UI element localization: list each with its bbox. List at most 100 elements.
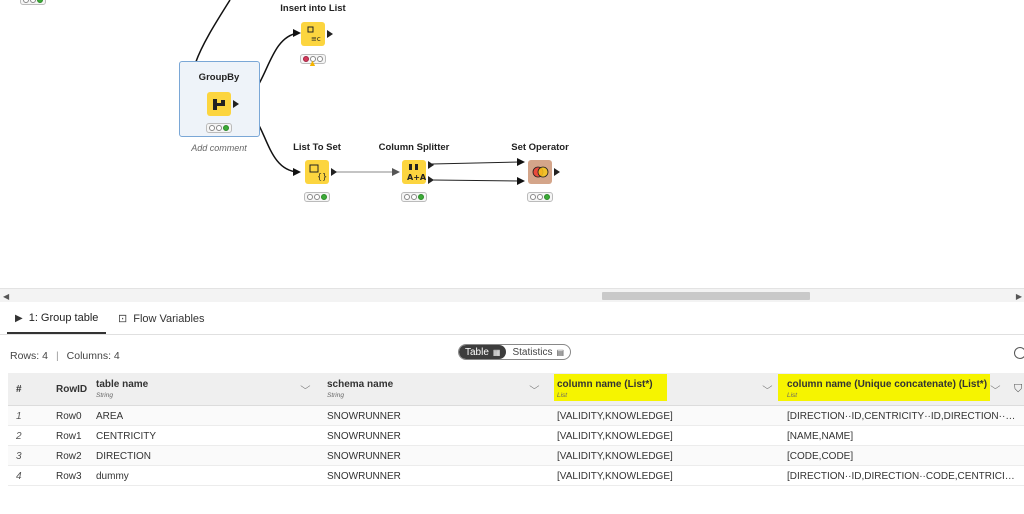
- view-toggle: Table ▦ Statistics ▤: [458, 344, 572, 360]
- tab-label: Flow Variables: [133, 312, 205, 325]
- stats-separator: |: [55, 350, 59, 362]
- insert-into-list-node[interactable]: ≡c: [301, 22, 325, 46]
- table-row[interactable]: 1 Row0 AREA SNOWRUNNER [VALIDITY,KNOWLED…: [8, 406, 1024, 426]
- arrowhead: [293, 29, 301, 37]
- filter-icon[interactable]: ⛉: [1014, 383, 1023, 395]
- scroll-right-icon[interactable]: ▶: [1015, 292, 1022, 301]
- cell-unique-concatenate: [NAME,NAME]: [787, 431, 854, 442]
- node-label-list-to-set: List To Set: [293, 142, 341, 153]
- output-tabs: ▶ 1: Group table ⊡ Flow Variables: [0, 303, 1024, 335]
- column-splitter-node[interactable]: A+A: [402, 160, 426, 184]
- scroll-left-icon[interactable]: ◀: [3, 292, 10, 301]
- tab-group-table[interactable]: ▶ 1: Group table: [6, 312, 107, 334]
- table-header: # RowID table name String ⌵ schema name …: [8, 373, 1024, 406]
- column-name: table name: [96, 379, 149, 390]
- column-header-schema-name[interactable]: schema name String ⌵: [327, 373, 557, 406]
- tab-flow-variables[interactable]: ⊡ Flow Variables: [118, 312, 205, 326]
- output-port[interactable]: [554, 168, 560, 176]
- table-grid-icon: ▦: [492, 347, 501, 357]
- row-index: 2: [16, 431, 22, 442]
- set-operator-node[interactable]: [528, 160, 552, 184]
- cell-table-name: DIRECTION: [96, 451, 151, 462]
- cell-unique-concatenate: [CODE,CODE]: [787, 451, 854, 462]
- table-row[interactable]: 3 Row2 DIRECTION SNOWRUNNER [VALIDITY,KN…: [8, 446, 1024, 466]
- output-port[interactable]: [233, 100, 239, 108]
- output-port[interactable]: [327, 30, 333, 38]
- list-to-set-icon: {}: [309, 164, 327, 181]
- column-header-column-name-list[interactable]: column name (List*) List ⌵: [554, 373, 784, 406]
- cell-table-name: CENTRICITY: [96, 431, 156, 442]
- table-view-button[interactable]: Table ▦: [459, 345, 507, 359]
- column-header-unique-concatenate[interactable]: column name (Unique concatenate) (List*)…: [778, 373, 1024, 406]
- chevron-down-icon[interactable]: ⌵: [990, 381, 1001, 391]
- node-status-indicator: [401, 192, 427, 202]
- cell-schema-name: SNOWRUNNER: [327, 471, 401, 482]
- output-port[interactable]: [428, 176, 434, 184]
- chevron-down-icon[interactable]: ⌵: [529, 381, 540, 391]
- row-index: 4: [16, 471, 22, 482]
- groupby-icon: [213, 99, 225, 110]
- column-splitter-icon: A+A: [407, 164, 426, 182]
- column-type: List: [787, 392, 798, 399]
- canvas-horizontal-scrollbar[interactable]: ◀ ▶: [0, 288, 1024, 302]
- column-header-rowid[interactable]: RowID: [56, 384, 88, 395]
- column-name: column name (List*): [557, 379, 653, 390]
- table-row[interactable]: 4 Row3 dummy SNOWRUNNER [VALIDITY,KNOWLE…: [8, 466, 1024, 486]
- node-label-insert-into-list: Insert into List: [280, 3, 346, 14]
- list-insert-icon: ≡c: [307, 26, 321, 43]
- column-name: column name (Unique concatenate) (List*): [787, 379, 988, 390]
- cell-unique-concatenate: [DIRECTION··ID,DIRECTION··CODE,CENTRICI…: [787, 471, 1015, 482]
- node-status-indicator: [304, 192, 330, 202]
- row-id: Row3: [56, 471, 82, 482]
- row-id: Row2: [56, 451, 82, 462]
- node-status-indicator: [300, 54, 326, 64]
- column-name: schema name: [327, 379, 394, 390]
- node-label-column-splitter: Column Splitter: [378, 142, 450, 153]
- column-type: String: [327, 392, 344, 399]
- node-status-indicator: [20, 0, 46, 5]
- column-header-table-name[interactable]: table name String ⌵: [96, 373, 326, 406]
- set-operator-icon: [532, 166, 549, 178]
- node-label-groupby: GroupBy: [198, 72, 240, 83]
- cell-table-name: dummy: [96, 471, 129, 482]
- output-port[interactable]: [428, 161, 434, 169]
- cell-schema-name: SNOWRUNNER: [327, 451, 401, 462]
- table-row[interactable]: 2 Row1 CENTRICITY SNOWRUNNER [VALIDITY,K…: [8, 426, 1024, 446]
- play-icon: ▶: [15, 312, 23, 324]
- column-count: Columns: 4: [66, 350, 120, 362]
- column-highlight: [778, 374, 990, 401]
- warning-icon: ▲: [308, 58, 317, 68]
- connection-splitter-setop-2: [431, 179, 521, 182]
- chevron-down-icon[interactable]: ⌵: [300, 381, 311, 391]
- cell-table-name: AREA: [96, 411, 124, 422]
- cell-unique-concatenate: [DIRECTION··ID,CENTRICITY··ID,DIRECTION·…: [787, 411, 1016, 422]
- chevron-down-icon[interactable]: ⌵: [762, 381, 773, 391]
- groupby-node[interactable]: [207, 92, 231, 116]
- arrowhead: [293, 168, 301, 176]
- row-id: Row0: [56, 411, 82, 422]
- arrowhead: [517, 158, 525, 166]
- column-type: List: [557, 392, 568, 399]
- output-port[interactable]: [331, 168, 337, 176]
- refresh-icon[interactable]: [1014, 347, 1024, 359]
- statistics-view-button[interactable]: Statistics ▤: [506, 345, 570, 359]
- statistics-icon: ▤: [556, 347, 565, 357]
- scrollbar-thumb[interactable]: [602, 292, 810, 300]
- svg-text:≡c: ≡c: [311, 35, 321, 43]
- row-id: Row1: [56, 431, 82, 442]
- tab-label: 1: Group table: [28, 312, 99, 324]
- row-count: Rows: 4: [10, 350, 48, 362]
- list-to-set-node[interactable]: {}: [305, 160, 329, 184]
- workflow-canvas[interactable]: Insert into List ≡c ▲ GroupBy Add commen…: [0, 0, 1024, 288]
- cell-schema-name: SNOWRUNNER: [327, 411, 401, 422]
- row-index: 3: [16, 451, 22, 462]
- connection-splitter-setop-1: [431, 161, 521, 165]
- cell-column-name-list: [VALIDITY,KNOWLEDGE]: [557, 431, 673, 442]
- row-index: 1: [16, 411, 22, 422]
- cell-schema-name: SNOWRUNNER: [327, 431, 401, 442]
- column-header-index: #: [16, 384, 22, 395]
- cell-column-name-list: [VALIDITY,KNOWLEDGE]: [557, 411, 673, 422]
- add-comment-link[interactable]: Add comment: [191, 143, 247, 153]
- arrowhead: [517, 177, 525, 185]
- node-label-set-operator: Set Operator: [511, 142, 569, 153]
